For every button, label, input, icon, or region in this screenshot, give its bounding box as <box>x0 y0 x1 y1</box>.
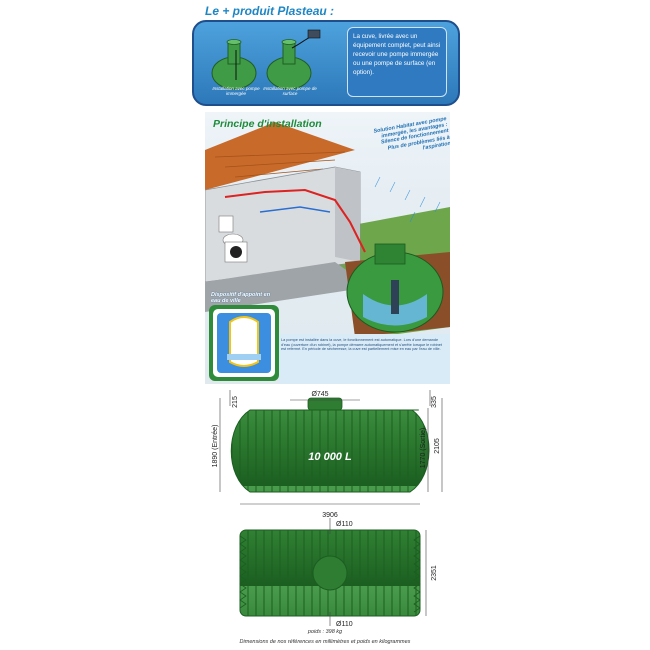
plan-manhole <box>312 555 348 591</box>
plan-bottom-diameter: Ø110 <box>336 621 353 628</box>
dim-335: 335 <box>431 396 438 408</box>
dim-total-height: 2105 <box>434 438 441 454</box>
dim-outlet-height: 1770 (Sortie) <box>420 428 427 468</box>
promo-tank-illustrations <box>211 29 321 90</box>
dim-length: 3906 <box>322 512 338 519</box>
tank-side-body <box>230 409 430 493</box>
weight-note: poids : 398 kg <box>307 629 343 635</box>
tank-technical-drawing: Ø745 215 335 1890 (Entrée) 1770 (Sortie)… <box>212 390 443 628</box>
dim-inlet-height: 1890 (Entrée) <box>212 425 219 468</box>
plan-top-diameter: Ø110 <box>336 521 353 528</box>
caption-surface-pump: Installation avec pompe de surface <box>263 86 317 96</box>
promo-description: La cuve, livrée avec un équipement compl… <box>347 27 447 97</box>
promo-title: Le + produit Plasteau : <box>205 4 335 18</box>
caption-submerged-pump: Installation avec pompe immergée <box>212 86 260 96</box>
dim-215: 215 <box>232 396 239 408</box>
installation-poster: Principe d'installation Solution Habitat… <box>205 112 450 384</box>
manhole-diameter-label: Ø745 <box>311 391 328 398</box>
house-cutaway-illustration <box>205 122 450 384</box>
units-note: Dimensions de nos références en millimèt… <box>239 639 411 645</box>
capacity-label: 10 000 L <box>308 451 352 463</box>
promo-panel: Installation avec pompe immergée Install… <box>192 20 460 106</box>
poster-description: La pompe est installée dans la cuve, le … <box>281 338 442 352</box>
dispositif-label: Dispositif d'appoint en eau de ville <box>211 292 271 304</box>
dim-plan-width: 2351 <box>431 565 438 581</box>
poster-title: Principe d'installation <box>213 118 322 130</box>
